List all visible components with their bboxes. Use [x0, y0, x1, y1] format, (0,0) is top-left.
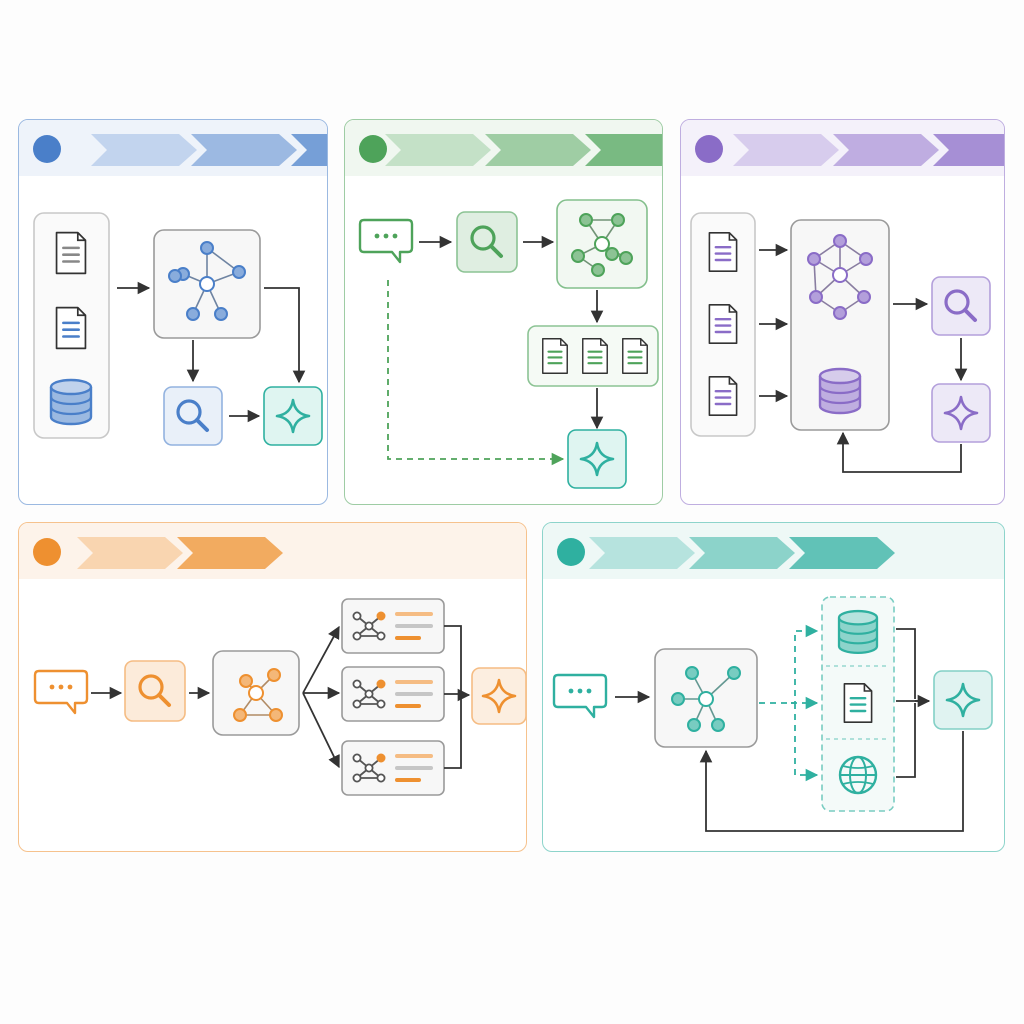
panel-4 [18, 522, 527, 852]
panel-diagram [33, 537, 526, 796]
search-icon [138, 674, 171, 707]
panel-5 [542, 522, 1005, 852]
subgraph-icon [352, 679, 386, 709]
search-box [931, 276, 991, 336]
document-icon [55, 306, 87, 350]
feedback-arrow [699, 731, 964, 832]
panel-diagram [358, 134, 662, 489]
flow-arrow [264, 287, 306, 384]
stage-chevron [485, 134, 591, 166]
answer-box [263, 386, 323, 446]
stage-chevron [191, 134, 297, 166]
globe-icon [838, 755, 878, 795]
search-icon [176, 399, 209, 432]
merge-arrow [444, 625, 471, 702]
branch-arrow [302, 692, 340, 769]
stage-chevron [689, 537, 795, 569]
chat-bubble-icon [33, 669, 89, 715]
panel-2 [344, 119, 663, 505]
dashed-arrow [794, 703, 819, 782]
database-icon [49, 378, 93, 426]
database-icon [837, 609, 879, 654]
sparkle-icon [943, 395, 979, 431]
stage-chevron [91, 134, 197, 166]
sparkle-icon [481, 678, 517, 714]
panel-dot [33, 135, 61, 163]
stage-chevron [585, 134, 662, 166]
subgraph-icon [352, 753, 386, 783]
merge-line [444, 695, 462, 769]
database-icon [818, 367, 862, 415]
answer-box [567, 429, 627, 489]
panel-diagram [690, 134, 1004, 473]
knowledge-graph-icon [233, 668, 283, 722]
subgraph-icon [352, 611, 386, 641]
stage-chevron [833, 134, 939, 166]
panel-dot [557, 538, 585, 566]
header-stage-chevrons [91, 134, 327, 166]
sparkle-icon [579, 441, 615, 477]
knowledge-graph-icon [671, 666, 741, 732]
search-icon [944, 289, 977, 322]
panel-3 [680, 119, 1005, 505]
header-stage-chevrons [589, 537, 895, 569]
search-box [163, 386, 223, 446]
panel-dot [359, 135, 387, 163]
document-icon [843, 682, 873, 724]
direct-dashed-arrow [387, 280, 565, 466]
search-box [124, 660, 186, 722]
knowledge-graph-icon [571, 213, 633, 277]
stage-chevron [933, 134, 1004, 166]
answer-box [933, 670, 993, 730]
header-stage-chevrons [385, 134, 662, 166]
chat-bubble-icon [552, 673, 608, 719]
panel-diagram [33, 134, 327, 446]
panel-1 [18, 119, 328, 505]
dashed-arrow [791, 624, 819, 704]
panel-dot [33, 538, 61, 566]
panel-dot [695, 135, 723, 163]
stage-chevron [589, 537, 695, 569]
stage-chevron [77, 537, 183, 569]
document-icon [708, 303, 738, 345]
document-icon [542, 338, 568, 374]
panel-diagram [552, 537, 993, 832]
document-icon [55, 231, 87, 275]
header-stage-chevrons [77, 537, 283, 569]
search-icon [470, 225, 503, 258]
answer-box [931, 383, 991, 443]
sparkle-icon [275, 398, 311, 434]
stage-chevron [733, 134, 839, 166]
document-icon [582, 338, 608, 374]
search-box [456, 211, 518, 273]
merge-line [896, 628, 929, 778]
branch-arrow [302, 625, 340, 694]
answer-box [471, 667, 526, 725]
stage-chevron [789, 537, 895, 569]
feedback-arrow [836, 431, 962, 473]
sparkle-icon [945, 682, 981, 718]
stage-chevron [385, 134, 491, 166]
knowledge-graph-icon [807, 234, 873, 320]
stage-chevron [291, 134, 327, 166]
document-icon [708, 375, 738, 417]
chat-bubble-icon [358, 218, 414, 264]
document-icon [622, 338, 648, 374]
stage-chevron [177, 537, 283, 569]
document-icon [708, 231, 738, 273]
knowledge-graph-icon [168, 241, 246, 321]
header-stage-chevrons [733, 134, 1004, 166]
